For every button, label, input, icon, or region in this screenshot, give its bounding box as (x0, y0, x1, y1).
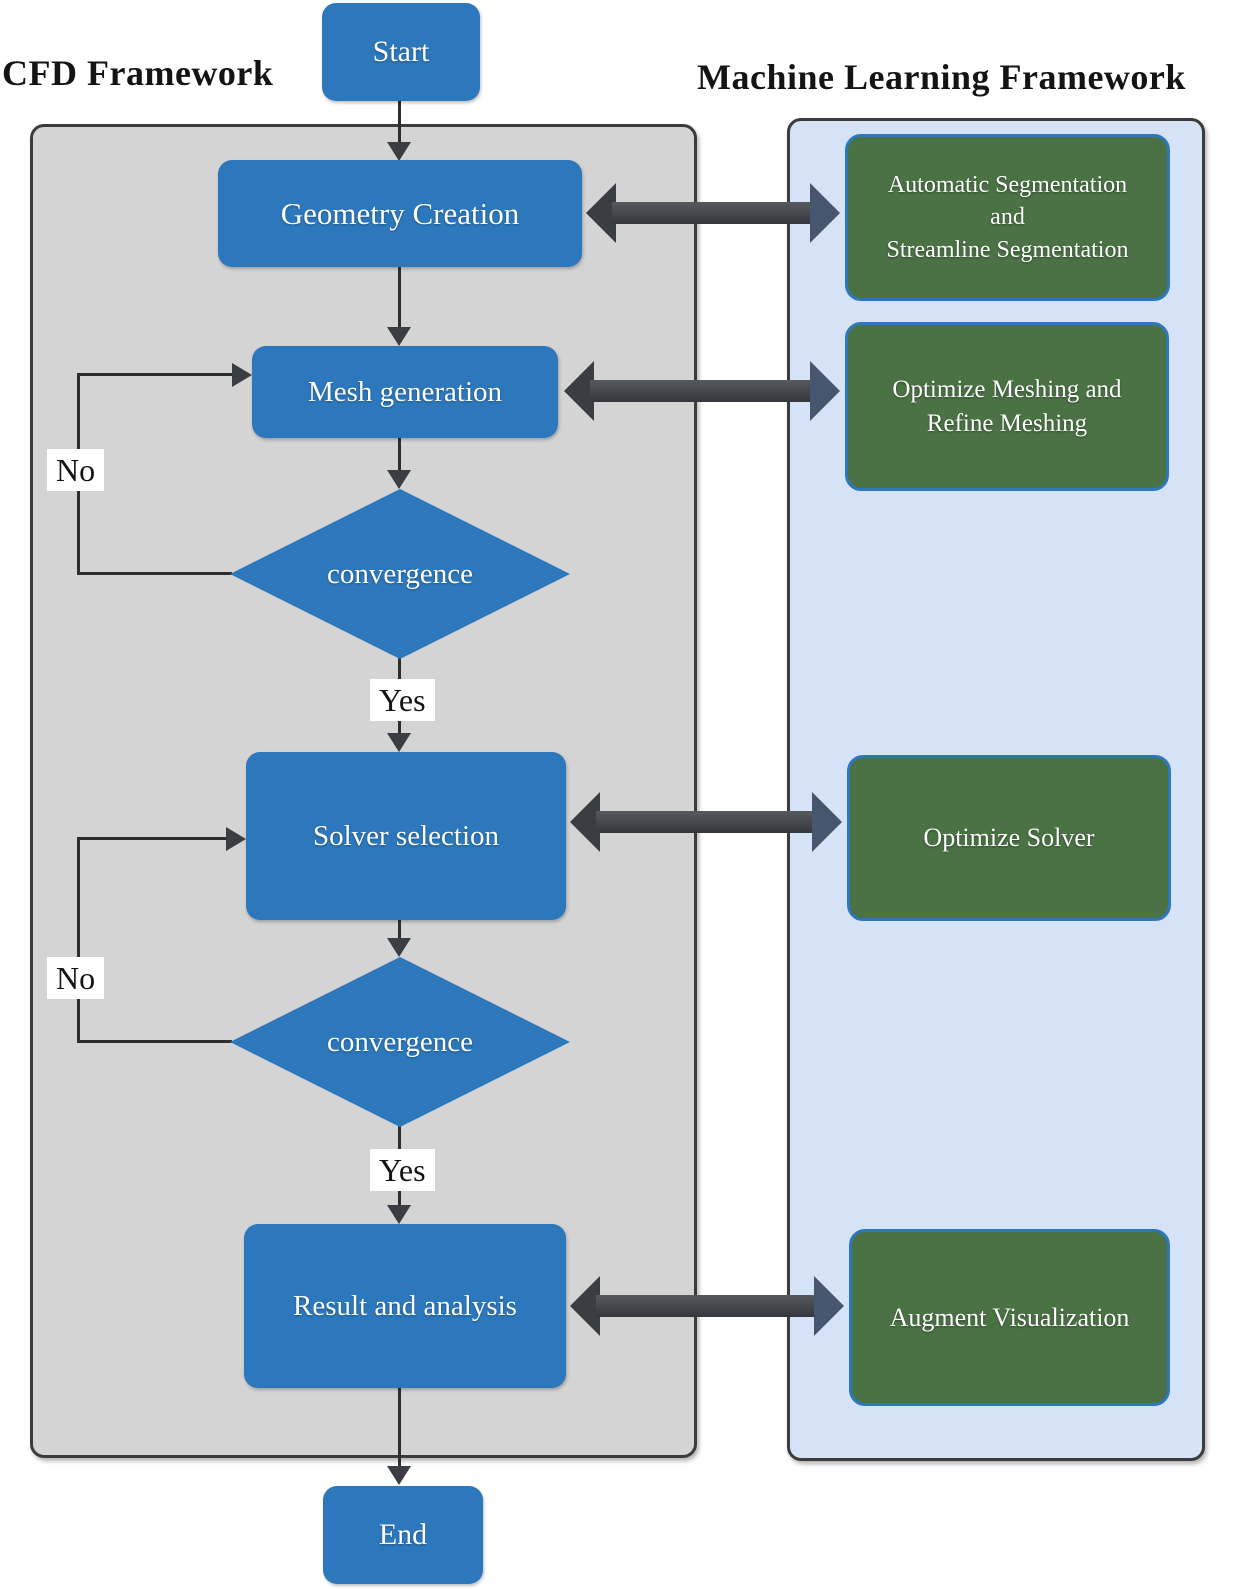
arrow-shaft (612, 202, 812, 224)
auto-segmentation-line1: Automatic Segmentation (887, 171, 1128, 198)
mesh-generation-node: Mesh generation (252, 346, 558, 438)
optimize-meshing-line2: Refine Meshing (926, 409, 1088, 437)
loop1-bottom-line (77, 572, 232, 575)
optimize-solver-label: Optimize Solver (923, 823, 1095, 853)
connector-start-to-geometry (398, 101, 401, 146)
arrowhead-right-icon (812, 792, 842, 852)
arrowhead-to-convergence1 (387, 470, 411, 489)
arrowhead-loop1-to-mesh (232, 363, 252, 387)
loop2-top-line (77, 837, 227, 840)
optimize-meshing-line1: Optimize Meshing and (892, 375, 1122, 403)
convergence2-label: convergence (327, 1025, 473, 1058)
convergence1-label: convergence (327, 557, 473, 590)
solver-selection-label: Solver selection (312, 819, 500, 852)
augment-visualization-node: Augment Visualization (849, 1229, 1170, 1406)
arrowhead-loop2-to-solver (226, 827, 246, 851)
arrow-shaft (590, 380, 812, 402)
no-label-2: No (47, 957, 105, 999)
arrowhead-left-icon (564, 361, 594, 421)
optimize-meshing-node: Optimize Meshing and Refine Meshing (845, 322, 1169, 491)
arrowhead-to-convergence2 (387, 938, 411, 957)
yes-label-2: Yes (370, 1149, 435, 1191)
result-analysis-node: Result and analysis (244, 1224, 566, 1388)
arrowhead-to-mesh (387, 327, 411, 346)
loop2-vertical-line (77, 837, 80, 1043)
arrow-shaft (596, 1295, 816, 1317)
arrowhead-to-result (387, 1205, 411, 1224)
geometry-creation-label: Geometry Creation (280, 195, 520, 231)
geometry-creation-node: Geometry Creation (218, 160, 582, 267)
connector-mesh-to-convergence1 (398, 437, 401, 472)
cfd-framework-title: CFD Framework (2, 53, 274, 93)
arrowhead-left-icon (586, 183, 616, 243)
arrowhead-to-geometry (387, 142, 411, 161)
connector-solver-to-convergence2 (398, 919, 401, 940)
loop2-bottom-line (77, 1040, 232, 1043)
end-label: End (378, 1518, 428, 1551)
end-node: End (323, 1486, 483, 1584)
start-label: Start (372, 35, 430, 68)
arrowhead-left-icon (570, 792, 600, 852)
ml-framework-title: Machine Learning Framework (697, 57, 1186, 97)
arrow-shaft (596, 811, 814, 833)
solver-selection-node: Solver selection (246, 752, 566, 920)
auto-segmentation-node: Automatic Segmentation and Streamline Se… (845, 134, 1170, 301)
arrowhead-right-icon (814, 1276, 844, 1336)
mesh-generation-label: Mesh generation (307, 375, 503, 408)
loop1-top-line (77, 373, 233, 376)
yes-label-1: Yes (370, 679, 435, 721)
arrowhead-left-icon (570, 1276, 600, 1336)
arrowhead-to-solver (387, 733, 411, 752)
auto-segmentation-line2: and (990, 204, 1025, 231)
result-analysis-label: Result and analysis (293, 1289, 517, 1322)
auto-segmentation-line3: Streamline Segmentation (886, 236, 1129, 263)
arrowhead-to-end (387, 1466, 411, 1485)
optimize-solver-node: Optimize Solver (847, 755, 1171, 921)
arrowhead-right-icon (810, 361, 840, 421)
augment-visualization-label: Augment Visualization (889, 1302, 1130, 1332)
arrowhead-right-icon (810, 183, 840, 243)
no-label-1: No (47, 449, 105, 491)
start-node: Start (322, 3, 480, 101)
connector-geometry-to-mesh (398, 267, 401, 328)
connector-result-to-end (398, 1387, 401, 1468)
